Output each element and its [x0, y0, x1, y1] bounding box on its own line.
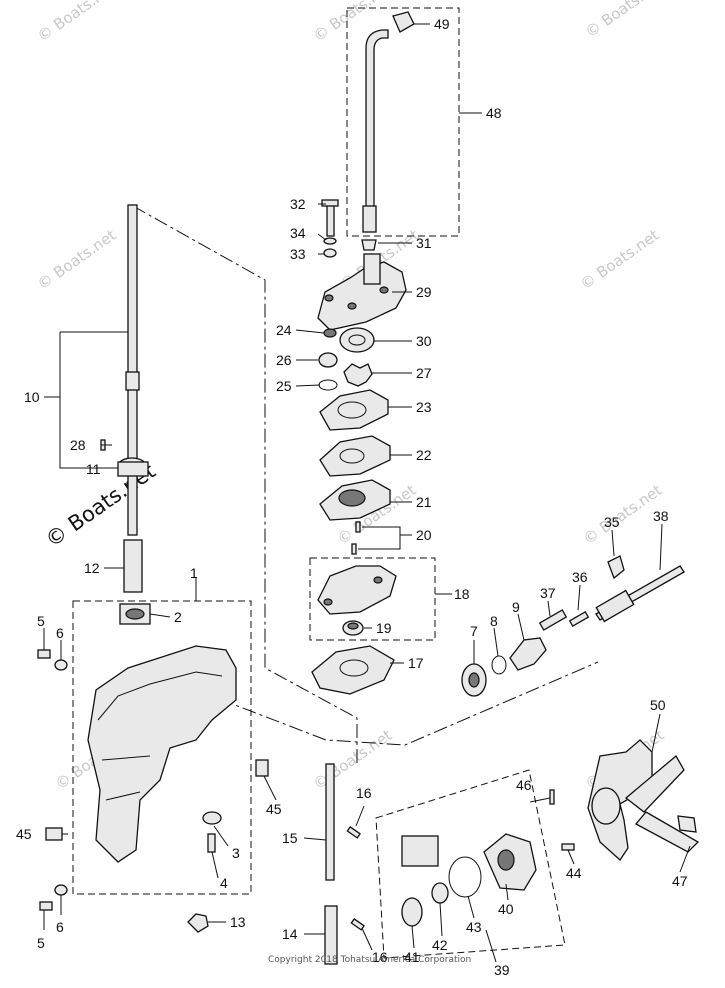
callout-47: 47 [672, 873, 688, 889]
callout-30: 30 [416, 333, 432, 349]
callout-45: 45 [16, 826, 32, 842]
callout-6: 6 [56, 919, 64, 935]
watermark: © Boats.net [577, 226, 662, 293]
callout-35: 35 [604, 514, 620, 530]
callout-23: 23 [416, 399, 432, 415]
callout-38: 38 [653, 508, 669, 524]
callout-2: 2 [174, 609, 182, 625]
watermark: © Boats.net [34, 226, 119, 293]
callout-16: 16 [356, 785, 372, 801]
assembly-outlines [72, 7, 599, 959]
shift-rod [324, 763, 365, 965]
callout-5: 5 [37, 613, 45, 629]
callout-13: 13 [230, 914, 246, 930]
callout-22: 22 [416, 447, 432, 463]
callout-34: 34 [290, 225, 306, 241]
drive-shaft [100, 204, 149, 593]
watermark: © Boats.net [582, 0, 667, 41]
callout-21: 21 [416, 494, 432, 510]
callout-20: 20 [416, 527, 432, 543]
callout-26: 26 [276, 352, 292, 368]
callout-16: 16 [372, 949, 388, 965]
pump-housing [311, 565, 397, 695]
callout-48: 48 [486, 105, 502, 121]
callout-43: 43 [466, 919, 482, 935]
propeller-shaft [461, 555, 685, 697]
callout-labels: 1 2 3 4 5 6 7 8 9 10 11 12 13 14 15 16 1… [16, 16, 688, 978]
callout-10: 10 [24, 389, 40, 405]
water-tube [362, 11, 415, 233]
callout-29: 29 [416, 284, 432, 300]
callout-45: 45 [266, 801, 282, 817]
callout-28: 28 [70, 437, 86, 453]
callout-12: 12 [84, 560, 100, 576]
watermark: © Boats.net [310, 726, 395, 793]
pump-plates [319, 389, 391, 521]
callout-39: 39 [494, 962, 510, 978]
small-hardware [37, 649, 269, 933]
callout-9: 9 [512, 599, 520, 615]
callout-44: 44 [566, 865, 582, 881]
dowel-pins [351, 521, 361, 555]
impeller-parts [318, 327, 375, 391]
pump-case [317, 199, 407, 331]
callout-32: 32 [290, 196, 306, 212]
callout-5: 5 [37, 935, 45, 951]
callout-4: 4 [220, 875, 228, 891]
callout-15: 15 [282, 830, 298, 846]
bearing-carrier-group [401, 789, 575, 927]
callout-3: 3 [232, 845, 240, 861]
callout-6: 6 [56, 625, 64, 641]
propeller [587, 739, 700, 861]
leader-lines [43, 23, 691, 963]
callout-11: 11 [86, 461, 101, 477]
callout-19: 19 [376, 620, 392, 636]
callout-41: 41 [404, 949, 420, 965]
callout-24: 24 [276, 322, 292, 338]
watermark: © Boats.net [34, 0, 119, 45]
callout-31: 31 [416, 235, 432, 251]
gearcase [87, 645, 237, 863]
callout-33: 33 [290, 246, 306, 262]
callout-25: 25 [276, 378, 292, 394]
callout-37: 37 [540, 585, 556, 601]
bearing-2 [119, 603, 151, 625]
callout-7: 7 [470, 623, 478, 639]
callout-27: 27 [416, 365, 432, 381]
callout-8: 8 [490, 613, 498, 629]
callout-36: 36 [572, 569, 588, 585]
callout-17: 17 [408, 655, 424, 671]
callout-14: 14 [282, 926, 298, 942]
callout-50: 50 [650, 697, 666, 713]
callout-42: 42 [432, 937, 448, 953]
callout-49: 49 [434, 16, 450, 32]
copyright-notice: Copyright 2018 Tohatsu America Corporati… [268, 955, 471, 965]
callout-46: 46 [516, 777, 532, 793]
callout-1: 1 [190, 565, 198, 581]
callout-18: 18 [454, 586, 470, 602]
callout-40: 40 [498, 901, 514, 917]
